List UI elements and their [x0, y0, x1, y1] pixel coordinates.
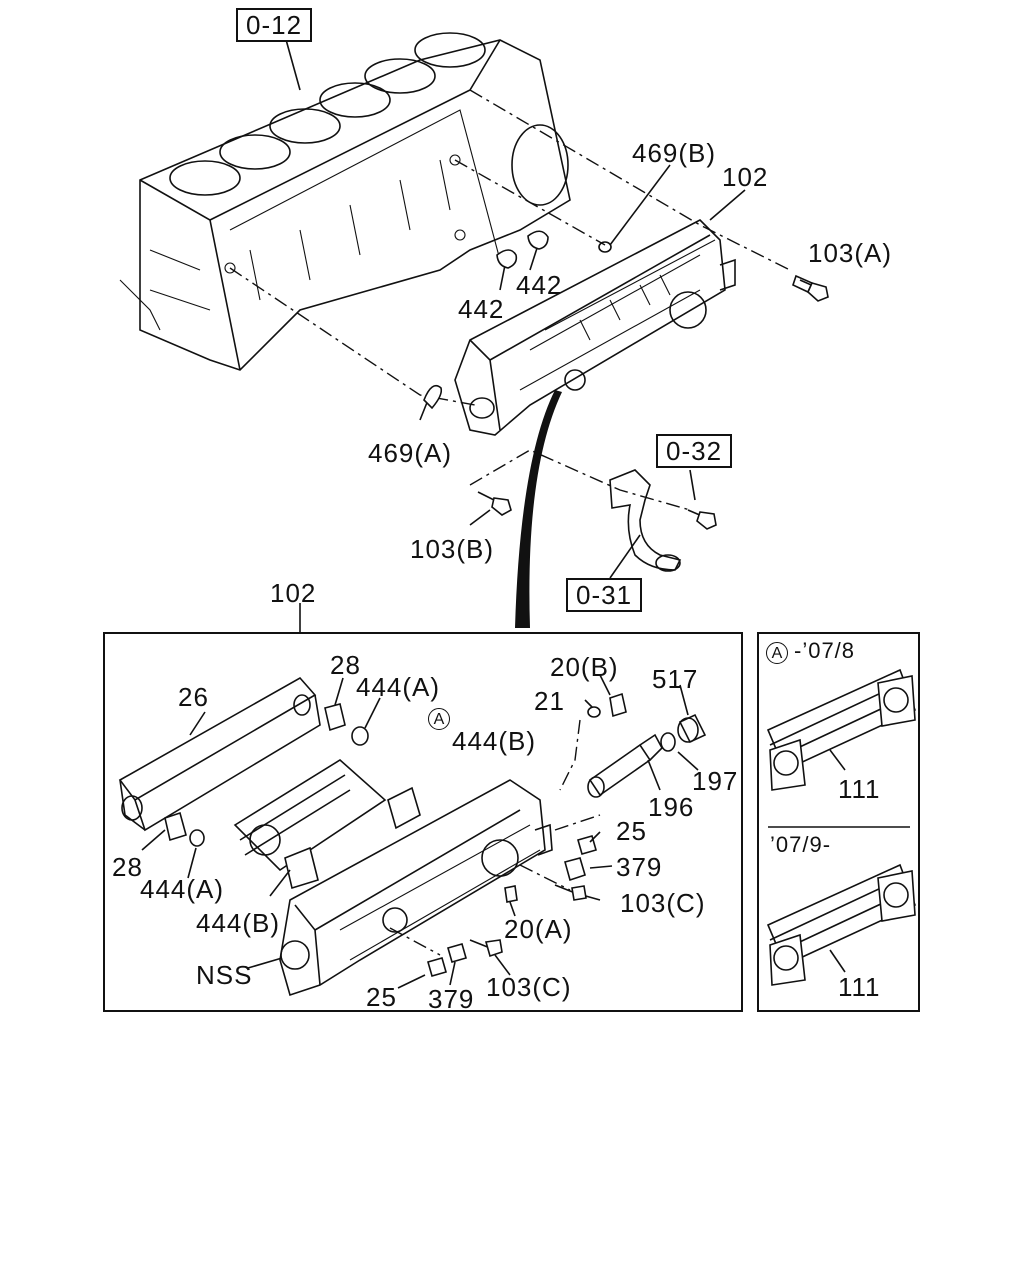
valve-517 — [677, 713, 707, 744]
label-oring-444a-bottom: 444(A) — [140, 874, 225, 904]
label-range-2: ’07/9- — [770, 832, 832, 857]
label-range-1: -’07/8 — [794, 638, 856, 663]
label-gasket-1: 442 — [458, 294, 505, 324]
label-plug-20b: 20(B) — [550, 652, 619, 682]
label-gasket-28-bottom: 28 — [112, 852, 143, 882]
label-nut-25-bottom: 25 — [366, 982, 397, 1012]
bolt-103b — [477, 491, 512, 516]
label-variant-part-1: 111 — [838, 774, 881, 804]
detail-circle-a: A — [428, 708, 450, 730]
label-variant-part-2: 111 — [838, 972, 881, 1002]
label-washer-379-right: 379 — [616, 852, 663, 882]
label-ring-21: 21 — [534, 686, 565, 716]
label-bolt-103c-right: 103(C) — [620, 888, 706, 918]
pipe-0-31 — [609, 469, 682, 572]
label-washer-379-bottom: 379 — [428, 984, 475, 1014]
label-bolt-b: 103(B) — [410, 534, 495, 564]
detail-frame — [103, 632, 743, 1012]
label-gasket-2: 442 — [516, 270, 563, 300]
cooler-core — [233, 759, 387, 872]
variant-cooler-2 — [766, 863, 917, 986]
label-assembly: 102 — [270, 578, 317, 608]
ref-pipe-a[interactable]: 0-32 — [656, 434, 733, 468]
label-oring-197: 197 — [692, 766, 739, 796]
label-nut-25-right: 25 — [616, 816, 647, 846]
label-plug-20a: 20(A) — [504, 914, 573, 944]
thermostat-196 — [587, 733, 663, 798]
label-oring-444a-top: 444(A) — [356, 672, 441, 702]
ref-pipe-b[interactable]: 0-31 — [566, 578, 643, 612]
label-seal-a: 469(A) — [368, 438, 453, 468]
variant-cooler-1 — [766, 668, 917, 791]
label-seal-b: 469(B) — [632, 138, 717, 168]
bolt-103a — [792, 274, 829, 302]
label-bolt-103c-bottom: 103(C) — [486, 972, 572, 1002]
label-gasket-28-top: 28 — [330, 650, 361, 680]
label-gasket-444b-bottom: 444(B) — [196, 908, 281, 938]
engine-block — [119, 32, 571, 371]
variant-circle-a: A — [766, 642, 788, 664]
cover-26 — [118, 676, 321, 832]
label-cover: 26 — [178, 682, 209, 712]
oil-cooler-top — [454, 219, 736, 436]
oil-cooler-detail — [279, 779, 553, 997]
variant-frame — [757, 632, 920, 1012]
label-cooler-top: 102 — [722, 162, 769, 192]
label-thermo-196: 196 — [648, 792, 695, 822]
label-bolt-a: 103(A) — [808, 238, 893, 268]
label-gasket-444b-top: 444(B) — [452, 726, 537, 756]
detail-wedge — [515, 390, 562, 628]
label-nss: NSS — [196, 960, 253, 990]
ref-engine-block[interactable]: 0-12 — [236, 8, 313, 42]
bolt-0-32 — [687, 509, 717, 530]
label-valve-517: 517 — [652, 664, 699, 694]
